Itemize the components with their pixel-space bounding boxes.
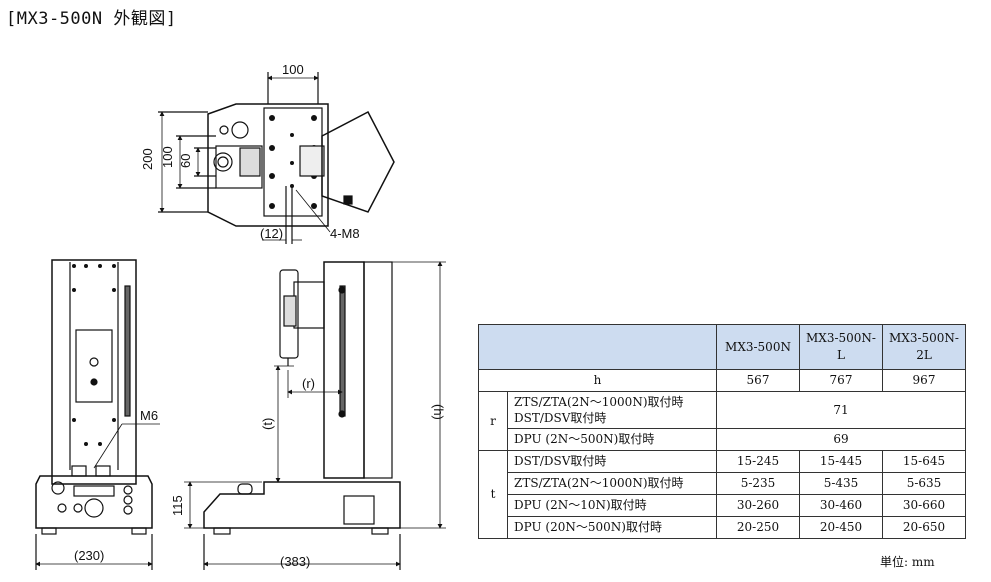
dim-4-m8: 4-M8 [330, 226, 360, 241]
dim-12: (12) [260, 226, 283, 241]
side-view [184, 261, 446, 570]
table-row: t DST/DSV取付時 15-245 15-445 15-645 [478, 450, 966, 539]
table-cell: 767 [799, 369, 883, 392]
table-cell: 5-635 [882, 472, 966, 495]
model-header: MX3-500N-2L [882, 324, 966, 370]
page-title: [MX3-500N 外観図] [6, 9, 177, 29]
dim-60: 60 [178, 154, 193, 168]
row-label: DPU (2N～500N)取付時 [507, 428, 717, 451]
table-cell: 30-660 [882, 494, 966, 517]
dim-200: 200 [140, 148, 155, 170]
top-view [158, 72, 395, 244]
dimension-table: MX3-500N MX3-500N-L MX3-500N-2L h 567 76… [478, 324, 966, 539]
table-cell: 30-460 [799, 494, 883, 517]
table-row: DPU (2N～10N)取付時 30-260 30-460 30-660 [479, 494, 966, 517]
dim-100: 100 [160, 146, 175, 168]
row-group-t: t [478, 450, 508, 539]
table-cell: 15-645 [882, 450, 966, 473]
model-header: MX3-500N [716, 324, 800, 370]
table-cell: 15-245 [716, 450, 800, 473]
table-cell: 20-450 [799, 516, 883, 539]
table-cell: 71 [716, 391, 966, 429]
dim-t: (t) [260, 418, 275, 430]
table-cell: 5-435 [799, 472, 883, 495]
row-label: ZTS/ZTA(2N～1000N)取付時 DST/DSV取付時 [507, 391, 717, 429]
table-row: DPU (2N～500N)取付時 69 [479, 428, 966, 451]
front-view [35, 259, 160, 570]
table-cell: 5-235 [716, 472, 800, 495]
table-header-row: MX3-500N MX3-500N-L MX3-500N-2L [478, 324, 966, 370]
table-cell: 967 [882, 369, 966, 392]
dim-230: (230) [74, 548, 104, 563]
table-cell: 567 [716, 369, 800, 392]
dim-m6: M6 [140, 408, 158, 423]
model-header: MX3-500N-L [799, 324, 883, 370]
dim-115: 115 [170, 495, 185, 516]
row-label: DPU (20N～500N)取付時 [507, 516, 717, 539]
row-label-line: ZTS/ZTA(2N～1000N)取付時 [514, 395, 684, 409]
row-label: DST/DSV取付時 [507, 450, 717, 473]
table-cell: 30-260 [716, 494, 800, 517]
table-row: DPU (20N～500N)取付時 20-250 20-450 20-650 [479, 516, 966, 539]
row-group-r: r [478, 391, 508, 451]
table-cell: 15-445 [799, 450, 883, 473]
table-row: r ZTS/ZTA(2N～1000N)取付時 DST/DSV取付時 71 [478, 391, 966, 451]
table-cell: 20-650 [882, 516, 966, 539]
row-label-h: h [478, 369, 717, 392]
dim-top-width: 100 [282, 62, 304, 77]
row-label: DPU (2N～10N)取付時 [507, 494, 717, 517]
row-label-line: DST/DSV取付時 [514, 411, 607, 425]
table-cell: 69 [716, 428, 966, 451]
table-cell: 20-250 [716, 516, 800, 539]
dim-h: (h) [431, 404, 446, 420]
dim-r: (r) [302, 376, 315, 391]
unit-label: 単位: mm [880, 555, 935, 569]
dim-383: (383) [280, 554, 310, 569]
table-row: h 567 767 967 [478, 369, 966, 392]
row-label: ZTS/ZTA(2N～1000N)取付時 [507, 472, 717, 495]
table-row: ZTS/ZTA(2N～1000N)取付時 5-235 5-435 5-635 [479, 472, 966, 495]
